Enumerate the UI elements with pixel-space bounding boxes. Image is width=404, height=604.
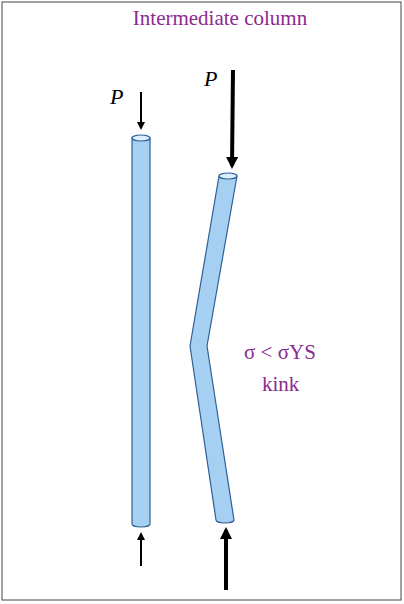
load-arrow [140, 92, 142, 128]
load-arrow [232, 70, 233, 166]
load-label: P [204, 66, 217, 92]
load-arrow [140, 534, 142, 566]
kinked-column [190, 173, 237, 523]
load-label: P [110, 84, 123, 110]
title: Intermediate column [120, 6, 320, 30]
load-arrow [224, 530, 228, 590]
frame [2, 2, 401, 600]
kink-note: kink [262, 372, 299, 397]
stress-note: σ < σYS [244, 340, 316, 365]
straight-column [132, 135, 150, 527]
